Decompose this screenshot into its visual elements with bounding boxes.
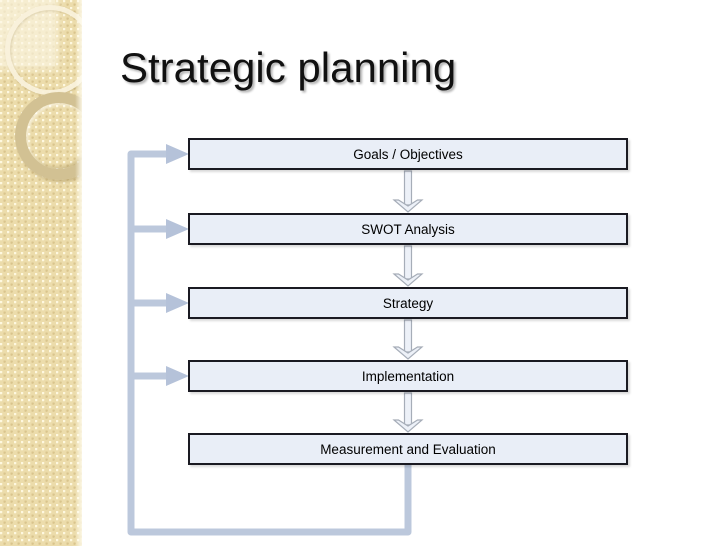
down-arrow-icon xyxy=(392,170,424,213)
sidebar-decoration xyxy=(0,0,82,546)
feedback-loop-path xyxy=(127,150,412,536)
sidebar-ring-icon xyxy=(15,92,82,180)
loop-arrowhead-icon xyxy=(166,144,189,164)
down-arrow-icon xyxy=(392,319,424,360)
flow-box-swot-analysis: SWOT Analysis xyxy=(188,213,628,245)
feedback-loop xyxy=(127,150,412,536)
sidebar-circle-outline-icon xyxy=(5,5,82,95)
flow-box-label: Measurement and Evaluation xyxy=(320,441,496,457)
loop-arrowhead-icon xyxy=(166,366,189,386)
flow-box-implementation: Implementation xyxy=(188,360,628,392)
flow-box-label: Strategy xyxy=(382,295,434,311)
flow-box-goals-objectives: Goals / Objectives xyxy=(188,138,628,170)
flow-box-label: SWOT Analysis xyxy=(361,221,455,237)
down-arrows xyxy=(392,170,424,433)
flow-box-strategy: Strategy xyxy=(188,287,628,319)
down-arrow-icon xyxy=(392,245,424,287)
down-arrow-icon xyxy=(392,392,424,433)
feedback-loop-arrowheads xyxy=(166,144,189,386)
flow-box-label: Implementation xyxy=(361,368,455,384)
loop-arrowhead-icon xyxy=(166,219,189,239)
flow-box-measurement-evaluation: Measurement and Evaluation xyxy=(188,433,628,465)
loop-arrowhead-icon xyxy=(166,293,189,313)
flow-box-label: Goals / Objectives xyxy=(353,146,463,162)
slide-title: Strategic planning xyxy=(120,44,457,91)
